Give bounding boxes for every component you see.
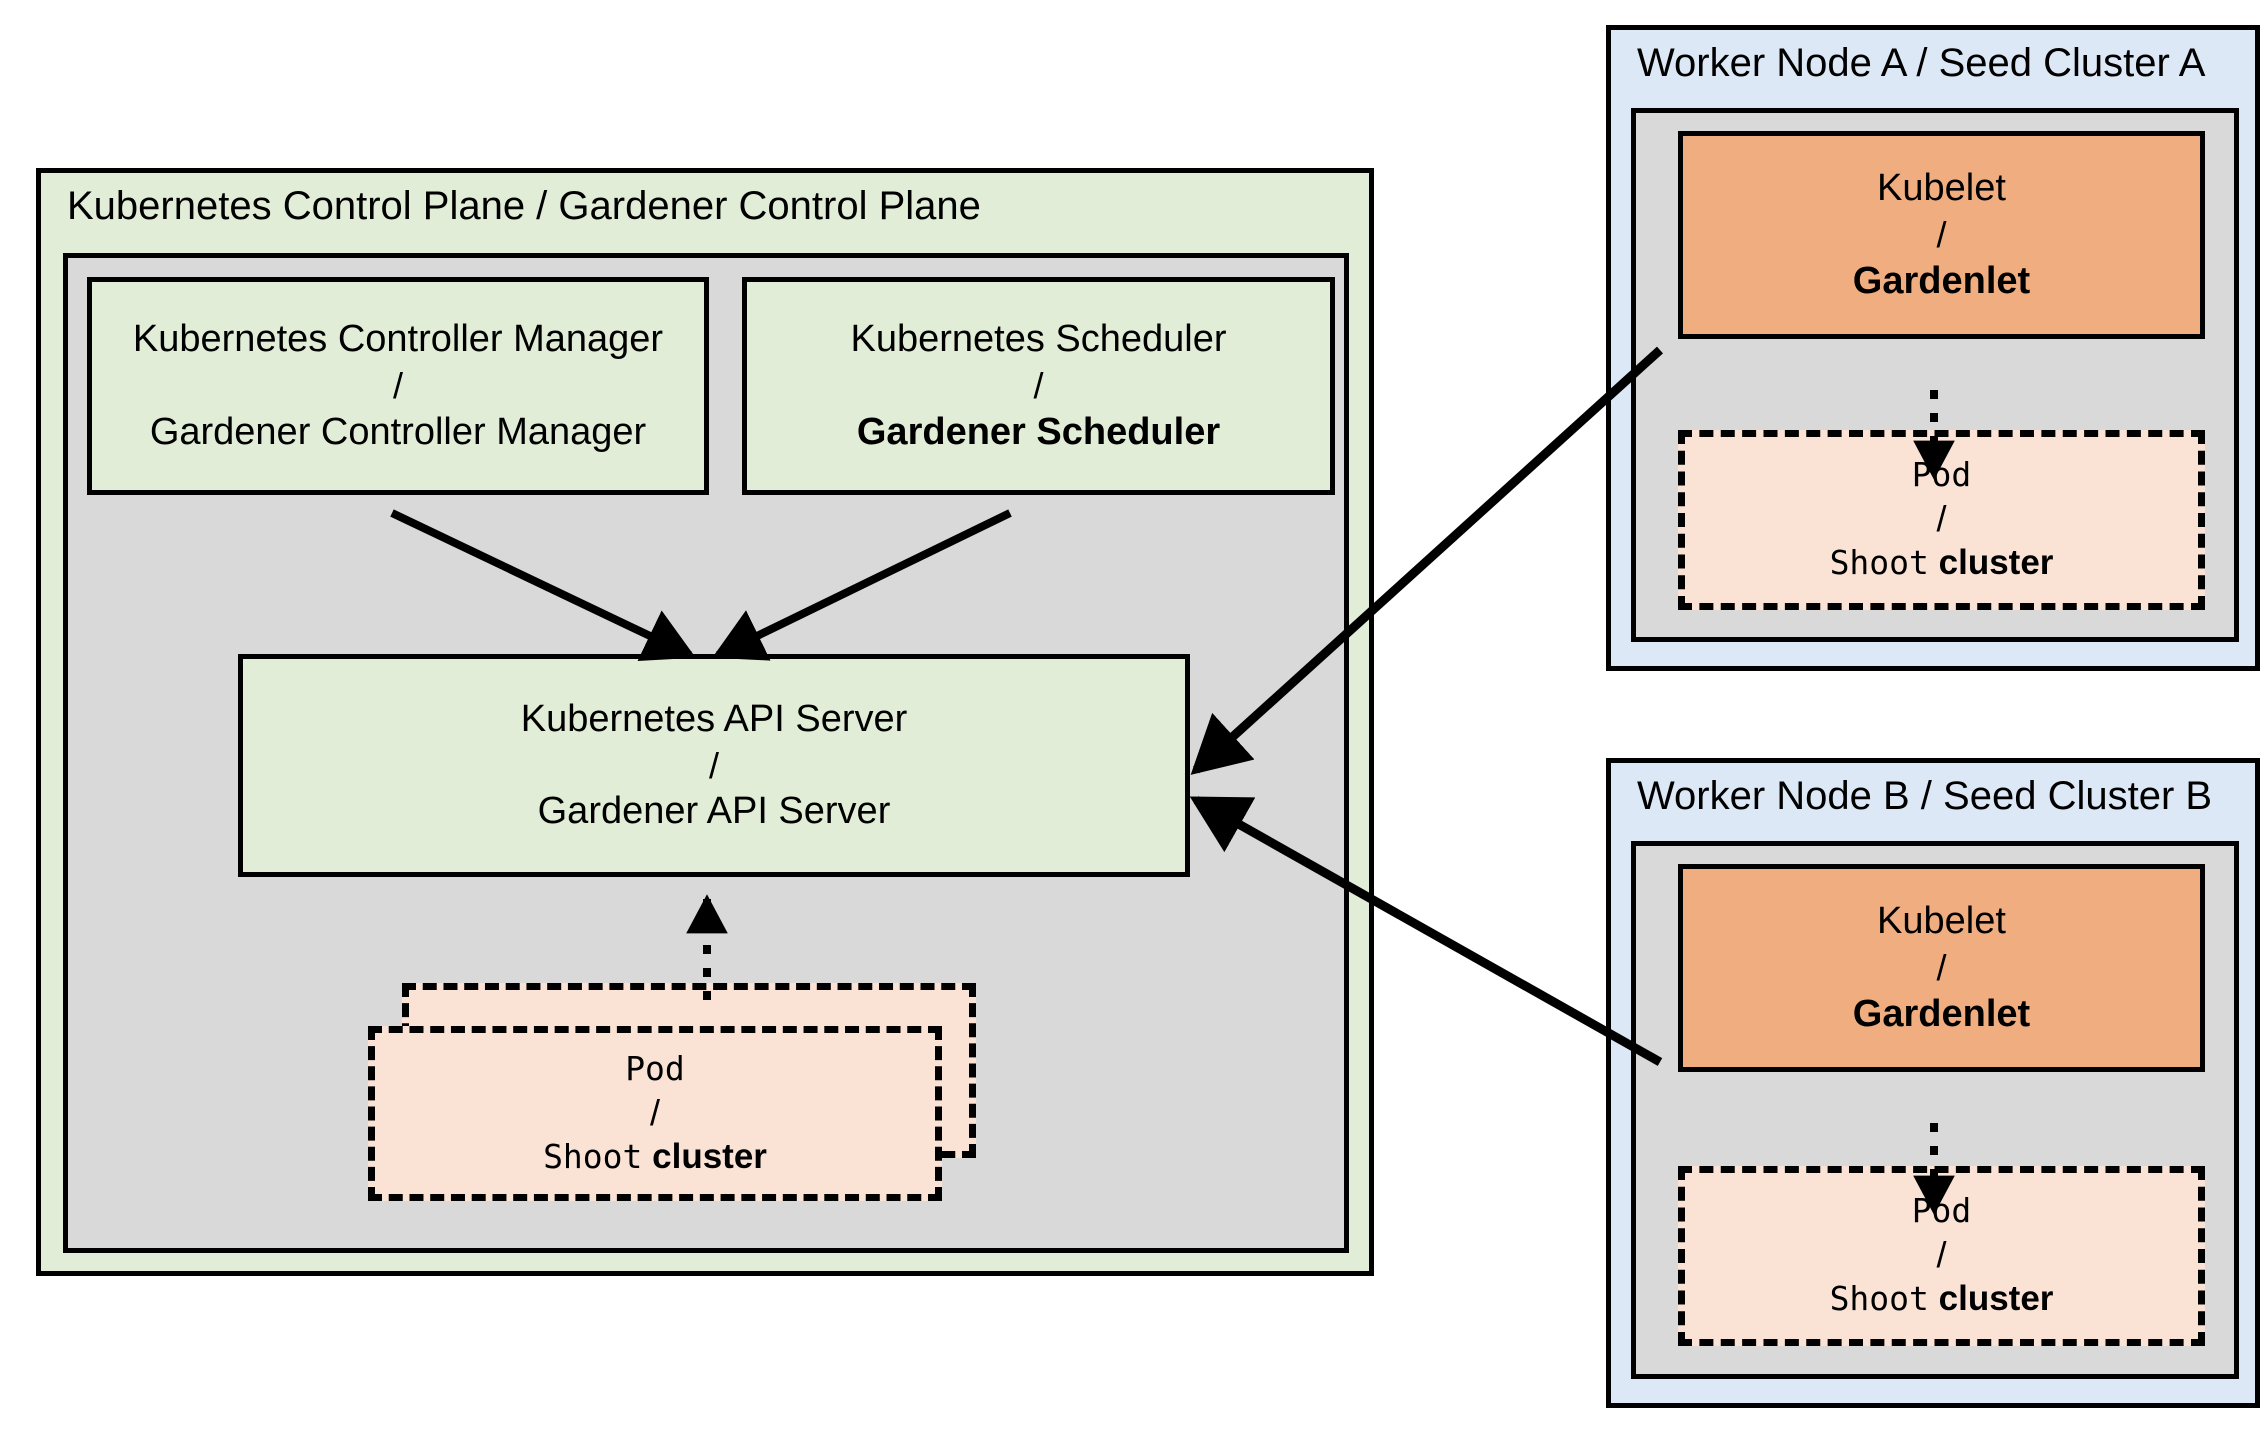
scheduler-separator: / (1033, 365, 1044, 407)
worker-node-b-kubelet-box[interactable]: Kubelet / Gardenlet (1678, 864, 2205, 1072)
control-plane-pod-line2-shoot: Shoot (543, 1136, 643, 1176)
scheduler-line1: Kubernetes Scheduler (850, 318, 1227, 361)
control-plane-pod-line2: Shoot cluster (543, 1134, 767, 1180)
control-plane-pod-separator: / (649, 1091, 660, 1133)
controller-manager-line2: Gardener Controller Manager (149, 410, 647, 453)
api-server-line1: Kubernetes API Server (520, 697, 908, 740)
worker-node-a-kubelet-separator: / (1936, 214, 1947, 256)
scheduler-line2: Gardener Scheduler (856, 410, 1221, 453)
control-plane-inner-panel: Kubernetes Controller Manager / Gardener… (63, 253, 1349, 1253)
worker-node-b-container: Worker Node B / Seed Cluster B Kubelet /… (1606, 758, 2260, 1408)
controller-manager-line1: Kubernetes Controller Manager (132, 318, 664, 361)
worker-node-b-pod-separator: / (1936, 1234, 1947, 1276)
scheduler-box[interactable]: Kubernetes Scheduler / Gardener Schedule… (742, 277, 1335, 495)
worker-node-a-container: Worker Node A / Seed Cluster A Kubelet /… (1606, 25, 2260, 671)
worker-node-b-kubelet-separator: / (1936, 947, 1947, 989)
worker-node-a-pod-separator: / (1936, 498, 1947, 540)
api-server-line2: Gardener API Server (537, 790, 891, 833)
control-plane-pod-line1: Pod (625, 1048, 685, 1088)
worker-node-b-pod-box[interactable]: Pod / Shoot cluster (1678, 1166, 2205, 1346)
control-plane-header: Kubernetes Control Plane / Gardener Cont… (67, 184, 981, 228)
worker-node-a-kubelet-box[interactable]: Kubelet / Gardenlet (1678, 131, 2205, 339)
worker-node-b-pod-line2: Shoot cluster (1830, 1276, 2054, 1322)
worker-node-b-header: Worker Node B / Seed Cluster B (1637, 774, 2213, 818)
controller-manager-box[interactable]: Kubernetes Controller Manager / Gardener… (87, 277, 709, 495)
controller-manager-separator: / (392, 365, 403, 407)
worker-node-b-kubelet-line2: Gardenlet (1852, 992, 2031, 1035)
worker-node-b-kubelet-line1: Kubelet (1877, 900, 2006, 943)
control-plane-pod-box[interactable]: Pod / Shoot cluster (368, 1026, 942, 1201)
worker-node-a-pod-line1: Pod (1911, 455, 1972, 495)
worker-node-a-inner-panel: Kubelet / Gardenlet Pod / Shoot cluster (1631, 108, 2239, 642)
worker-node-b-pod-line1: Pod (1911, 1191, 1972, 1231)
api-server-box[interactable]: Kubernetes API Server / Gardener API Ser… (238, 654, 1190, 877)
worker-node-a-pod-line2: Shoot cluster (1830, 540, 2054, 586)
worker-node-b-pod-line2-cluster: cluster (1938, 1279, 2054, 1319)
worker-node-a-kubelet-line1: Kubelet (1877, 167, 2006, 210)
worker-node-a-header: Worker Node A / Seed Cluster A (1637, 41, 2206, 85)
api-server-separator: / (708, 744, 719, 786)
worker-node-a-pod-line2-shoot: Shoot (1829, 543, 1929, 583)
worker-node-b-inner-panel: Kubelet / Gardenlet Pod / Shoot cluster (1631, 841, 2239, 1379)
worker-node-a-pod-box[interactable]: Pod / Shoot cluster (1678, 430, 2205, 610)
worker-node-a-kubelet-line2: Gardenlet (1852, 259, 2031, 302)
worker-node-a-pod-line2-cluster: cluster (1938, 543, 2054, 583)
control-plane-pod-line2-cluster: cluster (652, 1136, 767, 1176)
control-plane-container: Kubernetes Control Plane / Gardener Cont… (36, 168, 1374, 1276)
worker-node-b-pod-line2-shoot: Shoot (1829, 1279, 1929, 1319)
